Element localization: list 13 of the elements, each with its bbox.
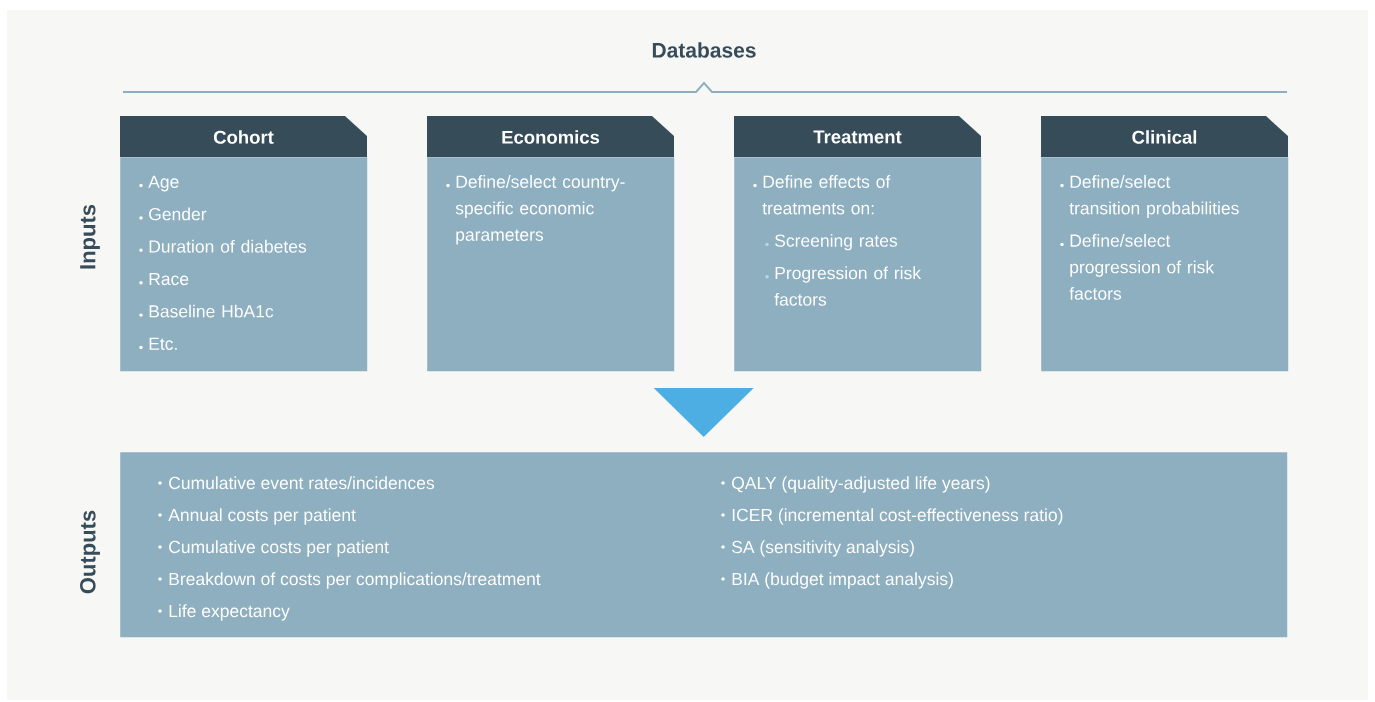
input-card: Cohort Age Gender Duration of diabetes Race Baseline HbA1c Etc. — [120, 116, 368, 372]
title: Databases — [652, 42, 756, 58]
side-label: Inputs — [80, 204, 100, 269]
node-label: Cohort — [213, 130, 274, 144]
node-label: Clinical — [1132, 130, 1197, 144]
input-card: Clinical Define/select transition probabilities Define/select progression of risk factors — [1041, 116, 1289, 372]
output-box: Cumulative event rates/incidences Annual costs per patient Cumulative costs per patient Breakdown of costs per complications/treatment Life expectancy QALY (quality-adjusted life years) ICER (incremental cost-effectiveness ratio) SA (sensitivity analysis) BIA (budget impact analysis) — [120, 452, 1288, 638]
input-card: Economics Define/select country-specific economic parameters — [427, 116, 675, 372]
input-card: Treatment Define effects of treatments on: Screening rates Progression of risk factors — [734, 116, 982, 372]
side-label: Outputs — [80, 510, 100, 594]
node-label: Economics — [502, 130, 600, 144]
arrow — [653, 388, 754, 437]
node-label: Treatment — [813, 130, 902, 144]
